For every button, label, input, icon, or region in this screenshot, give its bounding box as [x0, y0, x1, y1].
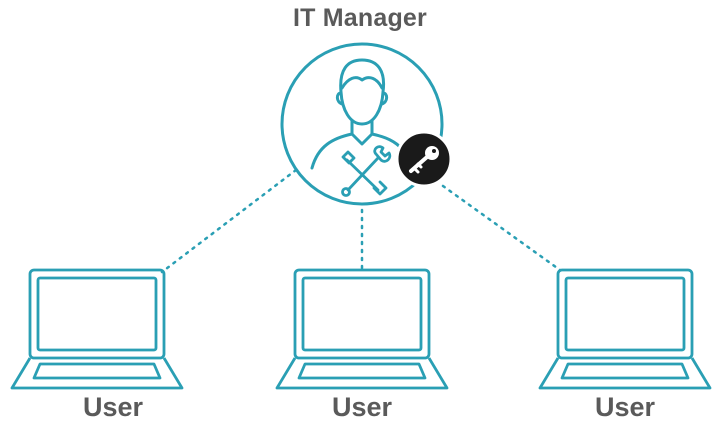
user-label: User: [594, 392, 656, 422]
laptop-icon: [538, 268, 712, 390]
user-label: User: [331, 392, 393, 422]
wrench-screwdriver-icon: [341, 145, 392, 197]
laptop-icon: [10, 268, 184, 390]
it-manager-title: IT Manager: [293, 4, 427, 32]
laptop-icon: [275, 268, 449, 390]
connector-right: [441, 184, 562, 272]
connection-lines: [160, 168, 562, 274]
connector-left: [160, 168, 298, 274]
key-icon: [409, 146, 439, 174]
person-icon: [310, 58, 412, 170]
key-badge: [395, 130, 453, 188]
user-label: User: [82, 392, 144, 422]
